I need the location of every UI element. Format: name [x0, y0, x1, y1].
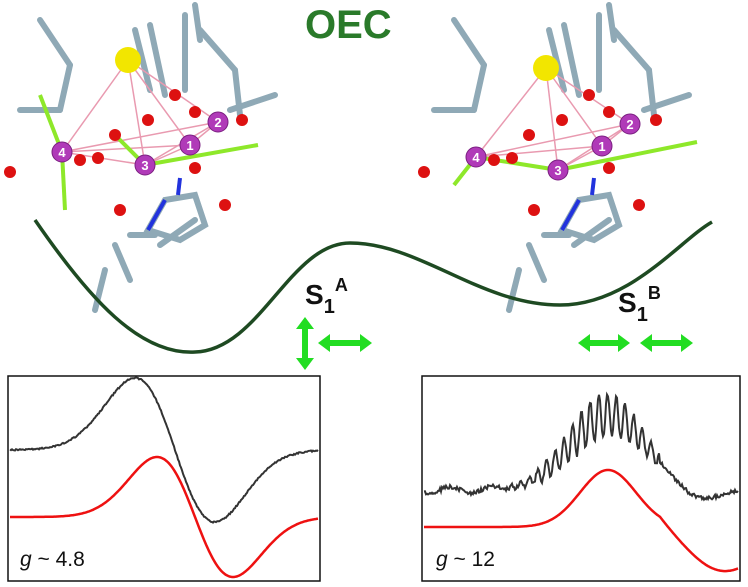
oxygen-atom [219, 199, 231, 211]
manganese-label: 2 [214, 115, 221, 130]
oxygen-atom [189, 106, 201, 118]
oxygen-atom [74, 154, 86, 166]
manganese-label: 3 [141, 158, 148, 173]
oxygen-atom [142, 114, 154, 126]
carbon-bond [454, 20, 484, 65]
calcium-atom [533, 55, 559, 81]
energy-curve [35, 220, 712, 352]
oxygen-atom [189, 162, 201, 174]
nitrogen-bond [562, 200, 579, 230]
oxygen-atom [418, 166, 430, 178]
manganese-label: 1 [186, 138, 193, 153]
carbon-bond [60, 65, 70, 110]
g-value-right: g ~ 12 [436, 548, 495, 571]
title-oec: OEC [305, 3, 392, 47]
nitrogen-bond [148, 200, 165, 230]
carbon-bond [200, 30, 235, 70]
g-value-left: g ~ 4.8 [20, 548, 85, 571]
oxygen-atom [169, 89, 181, 101]
carbon-bond [529, 245, 544, 280]
horizontal-arrow [578, 334, 630, 352]
experimental-spectrum-left [10, 377, 318, 522]
carbon-bond [40, 20, 70, 65]
nitrogen-bond [178, 178, 180, 195]
oxygen-atom [506, 152, 518, 164]
manganese-label: 4 [58, 145, 66, 160]
oxygen-atom [556, 114, 568, 126]
oxygen-atom [603, 162, 615, 174]
oxygen-atom [633, 199, 645, 211]
horizontal-arrow [640, 334, 693, 352]
oxygen-atom [109, 129, 121, 141]
spin-arrows [296, 317, 693, 370]
oxygen-atom [583, 89, 595, 101]
state-label-s1b: S1B [618, 283, 661, 326]
carbon-bond [195, 5, 200, 40]
calcium-atom [115, 47, 141, 73]
molecule-s1a: 1 2 3 4 [4, 5, 275, 310]
manganese-label: 2 [626, 117, 633, 132]
svg-text:S1B: S1B [618, 283, 661, 326]
oxygen-atom [236, 114, 248, 126]
oxygen-atom [650, 114, 662, 126]
carbon-bond [474, 65, 484, 110]
oxygen-atom [523, 129, 535, 141]
oxygen-atom [528, 204, 540, 216]
oxygen-atom [114, 204, 126, 216]
oxygen-atom [92, 152, 104, 164]
carbon-bond [509, 270, 519, 310]
carbon-bond [609, 5, 614, 40]
oxygen-atom [488, 154, 500, 166]
state-label-s1a: S1A [305, 275, 348, 318]
experimental-spectrum-right [424, 395, 738, 500]
svg-text:S1A: S1A [305, 275, 348, 318]
horizontal-arrow [318, 334, 372, 352]
vertical-arrow [296, 317, 314, 370]
oxygen-atom [4, 166, 16, 178]
nitrogen-bond [592, 178, 594, 195]
carbon-bond [614, 30, 649, 70]
manganese-label: 1 [598, 139, 605, 154]
carbon-bond [115, 245, 130, 280]
manganese-label: 4 [472, 150, 480, 165]
manganese-label: 3 [554, 163, 561, 178]
oxygen-atom [603, 106, 615, 118]
